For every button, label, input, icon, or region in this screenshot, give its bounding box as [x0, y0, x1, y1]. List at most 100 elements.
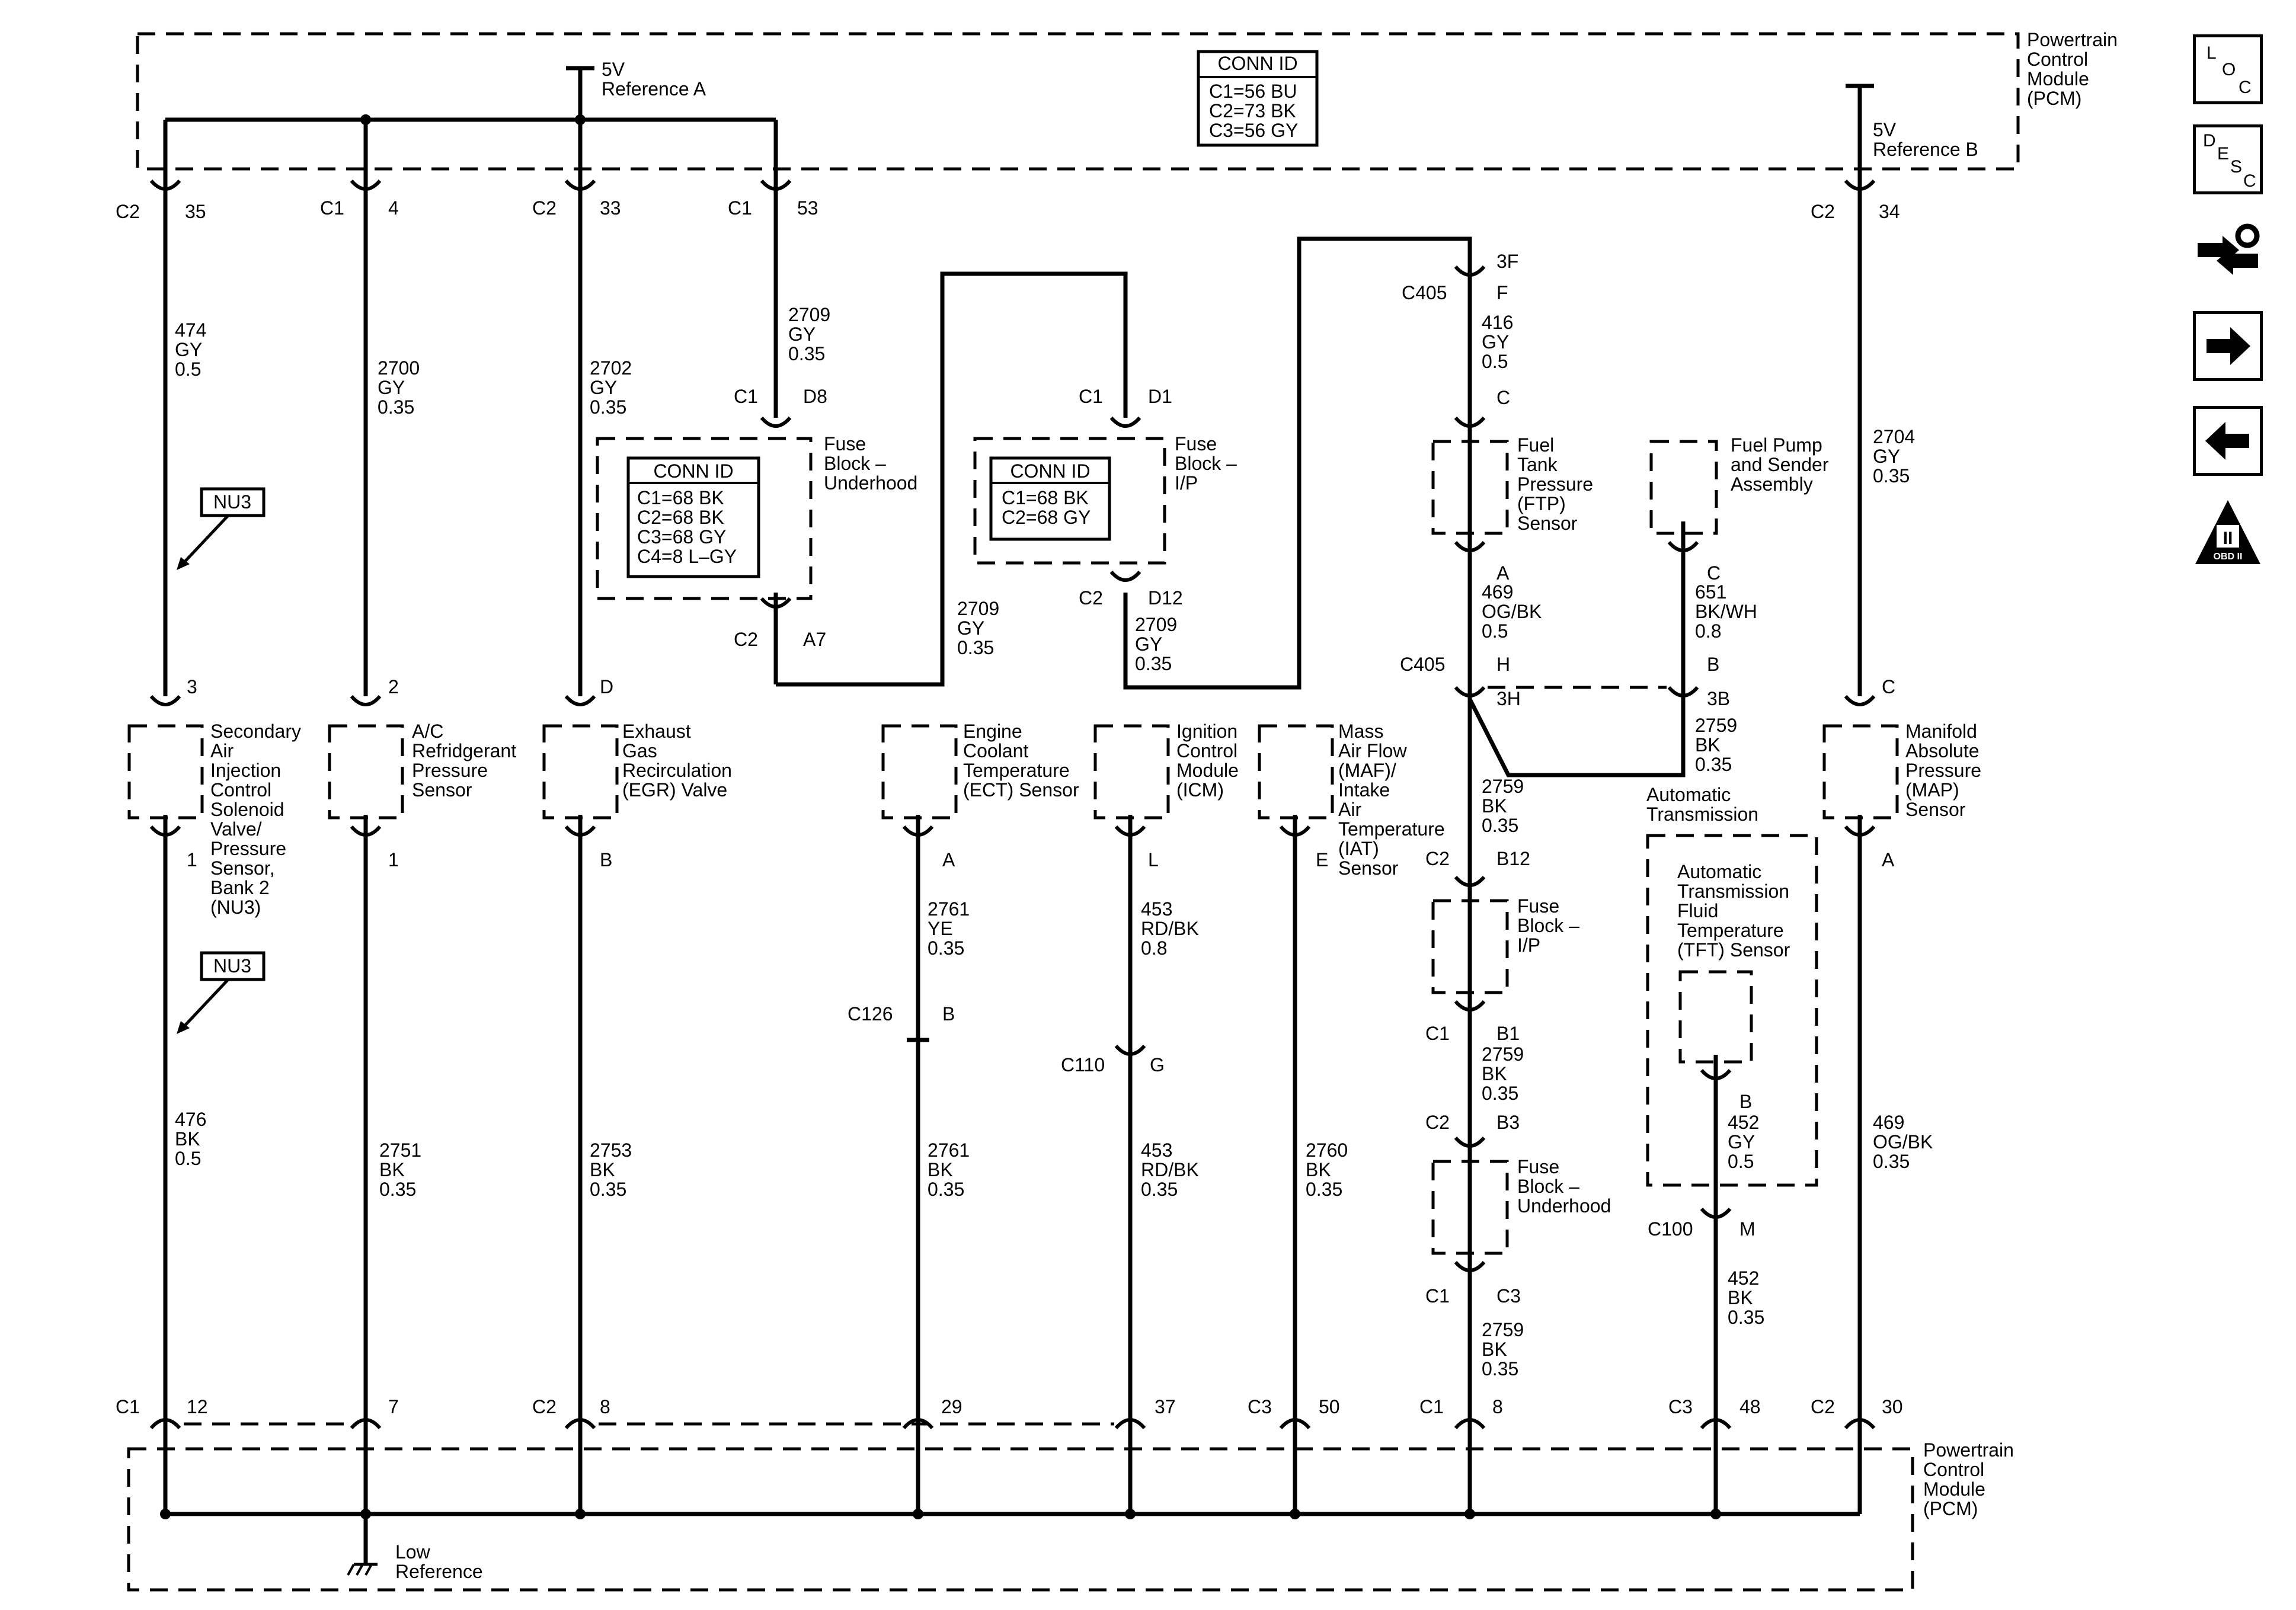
obd-button[interactable]: II OBD II: [2193, 498, 2263, 568]
svg-text:A: A: [1496, 562, 1510, 584]
arrow-right-icon: [2207, 327, 2250, 365]
svg-text:D8: D8: [803, 386, 827, 407]
svg-text:A: A: [1882, 849, 1895, 870]
svg-text:E: E: [1316, 849, 1328, 870]
svg-text:C2: C2: [1811, 201, 1835, 222]
svg-text:C2: C2: [532, 197, 557, 219]
svg-text:8: 8: [600, 1396, 610, 1417]
svg-text:G: G: [1150, 1054, 1165, 1076]
component-boxes: [127, 694, 1899, 837]
repair-button[interactable]: [2193, 219, 2263, 289]
svg-text:A7: A7: [803, 629, 826, 650]
svg-text:53: 53: [797, 197, 818, 219]
pcm-bottom-box: [127, 1447, 1914, 1592]
svg-text:50: 50: [1319, 1396, 1340, 1417]
svg-text:C1: C1: [1425, 1285, 1450, 1307]
svg-text:F: F: [1496, 282, 1508, 303]
svg-text:12: 12: [187, 1396, 208, 1417]
svg-text:1: 1: [187, 849, 197, 870]
svg-text:C2: C2: [1425, 848, 1450, 869]
svg-text:8: 8: [1492, 1396, 1503, 1417]
loc-icon: L: [2207, 43, 2217, 63]
pcm-top-box: [136, 32, 2020, 171]
svg-text:C2=68 BK: C2=68 BK: [637, 507, 724, 528]
svg-text:NU3: NU3: [213, 955, 251, 977]
ftp-sensor: [1431, 440, 1509, 535]
svg-text:C1: C1: [728, 197, 752, 219]
svg-text:C2: C2: [1425, 1112, 1450, 1133]
svg-text:C1: C1: [320, 197, 344, 219]
svg-text:C2=68 GY: C2=68 GY: [1002, 507, 1091, 528]
svg-text:C110: C110: [1061, 1054, 1105, 1076]
fuel-pump-assembly: [1649, 440, 1718, 535]
svg-text:34: 34: [1879, 201, 1900, 222]
pcm-conn-id-box: [1197, 50, 1319, 147]
conn-id-line: C1=56 BU: [1209, 81, 1297, 102]
automatic-transmission-box: [1646, 834, 1818, 1187]
svg-text:A: A: [942, 849, 955, 870]
top-pins: C2 35 C1 4 C2 33 C1 53 C2 34: [116, 179, 1900, 222]
option-tag: NU3: [177, 487, 266, 570]
svg-text:B1: B1: [1496, 1023, 1520, 1044]
svg-text:C: C: [1496, 387, 1510, 408]
svg-text:C1: C1: [1419, 1396, 1444, 1417]
prev-button[interactable]: [2193, 406, 2263, 476]
svg-text:D1: D1: [1148, 386, 1172, 407]
svg-text:C2: C2: [116, 201, 140, 222]
svg-text:OBD II: OBD II: [2214, 552, 2243, 562]
svg-text:B: B: [1707, 654, 1719, 675]
svg-text:C2: C2: [1079, 587, 1103, 609]
svg-text:C126: C126: [848, 1003, 893, 1025]
next-button[interactable]: [2193, 311, 2263, 381]
conn-id-title: CONN ID: [1010, 460, 1090, 482]
desc-button[interactable]: D E S C: [2193, 124, 2263, 194]
arrow-left-icon: [2205, 422, 2249, 460]
svg-text:33: 33: [600, 197, 621, 219]
svg-text:29: 29: [941, 1396, 962, 1417]
svg-text:C1: C1: [1079, 386, 1103, 407]
svg-text:48: 48: [1739, 1396, 1761, 1417]
svg-text:C405: C405: [1402, 282, 1447, 303]
svg-text:4: 4: [388, 197, 399, 219]
svg-text:C3: C3: [1668, 1396, 1693, 1417]
wire-paths: [163, 120, 1862, 1428]
svg-text:35: 35: [185, 201, 206, 222]
svg-text:H: H: [1496, 654, 1510, 675]
loc-button[interactable]: L O C: [2193, 34, 2263, 104]
conn-id-line: C2=73 BK: [1209, 100, 1296, 121]
svg-text:7: 7: [388, 1396, 399, 1417]
svg-text:3H: 3H: [1496, 688, 1521, 709]
conn-id-title: CONN ID: [653, 460, 733, 482]
svg-text:B: B: [600, 849, 612, 870]
svg-text:M: M: [1739, 1218, 1755, 1240]
